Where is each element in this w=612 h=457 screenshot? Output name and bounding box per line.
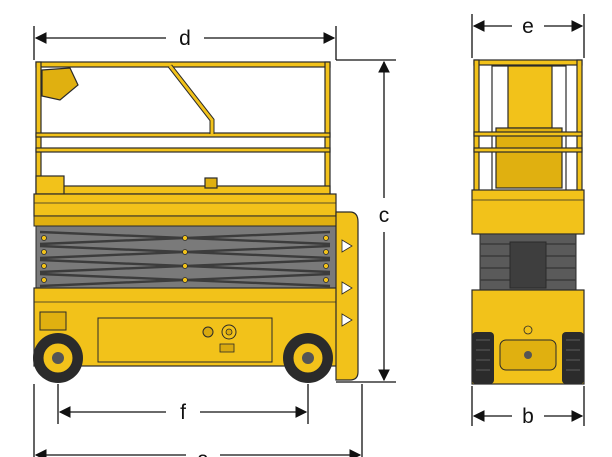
side-front-wheel	[33, 333, 83, 383]
dimension-b	[471, 386, 585, 426]
front-right-tire	[562, 332, 584, 384]
dimension-d	[33, 26, 337, 60]
front-scissor-stack	[479, 233, 577, 291]
dimension-label-c: c	[379, 204, 390, 227]
front-platform-deck	[471, 189, 585, 235]
side-scissor-stack	[35, 225, 337, 289]
side-rear-wheel	[283, 333, 333, 383]
front-guard-rail	[473, 59, 583, 201]
dimension-label-e: e	[522, 15, 534, 38]
dimension-label-d: d	[179, 27, 191, 50]
front-view	[471, 59, 585, 385]
front-left-tire	[472, 332, 494, 384]
dimension-label-b: b	[522, 405, 534, 428]
dimension-label-f: f	[180, 401, 186, 424]
side-guard-rail	[35, 61, 331, 213]
dimension-f	[57, 384, 309, 424]
dimension-c	[336, 59, 396, 383]
side-entry-ladder	[335, 211, 359, 381]
dimension-e	[471, 14, 585, 58]
dimension-label-a: a	[197, 448, 209, 457]
side-view	[33, 61, 359, 383]
side-platform-deck	[33, 193, 337, 227]
dimension-a	[33, 384, 363, 457]
